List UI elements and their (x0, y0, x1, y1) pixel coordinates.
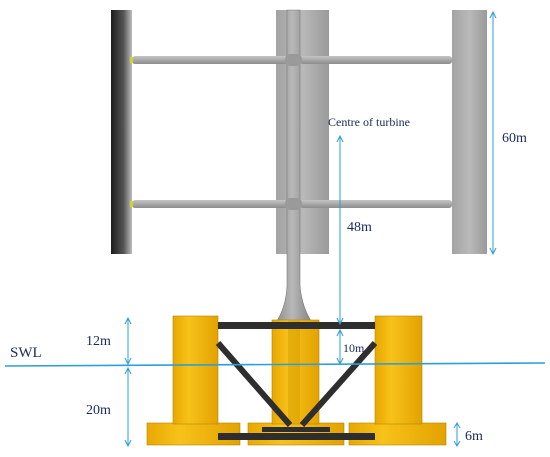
freeboard-label: 12m (86, 334, 111, 349)
column-left (172, 315, 219, 425)
arm-lower-right (300, 200, 452, 208)
heave-plate-label: 6m (465, 429, 483, 444)
column-right (374, 315, 423, 425)
brace-top (218, 322, 375, 329)
draft-label: 20m (86, 403, 111, 418)
brace-diagonal-right (299, 341, 378, 427)
floating-platform (146, 315, 447, 446)
blade-left (111, 10, 132, 254)
tower-joint-lower (285, 198, 302, 210)
hub-height-label: 48m (347, 220, 372, 235)
tower-height-label: 60m (502, 131, 527, 146)
arm-tip-mark-lower (130, 201, 133, 207)
column-above-swl-label: 10m (343, 341, 365, 355)
center-base-band (262, 427, 330, 432)
swl-label: SWL (10, 345, 42, 361)
brace-bottom (218, 433, 375, 440)
arm-upper-right (300, 56, 452, 64)
arm-tip-mark-upper (130, 57, 133, 63)
arm-upper-left (132, 56, 288, 64)
arm-lower-left (132, 200, 288, 208)
blade-right (452, 10, 487, 254)
centre-of-turbine-label: Centre of turbine (328, 115, 410, 129)
brace-diagonal-left (215, 341, 293, 427)
blade-center (276, 10, 329, 254)
column-center-core (288, 320, 300, 424)
tower-joint-upper (285, 54, 302, 66)
still-water-line (4, 362, 546, 367)
